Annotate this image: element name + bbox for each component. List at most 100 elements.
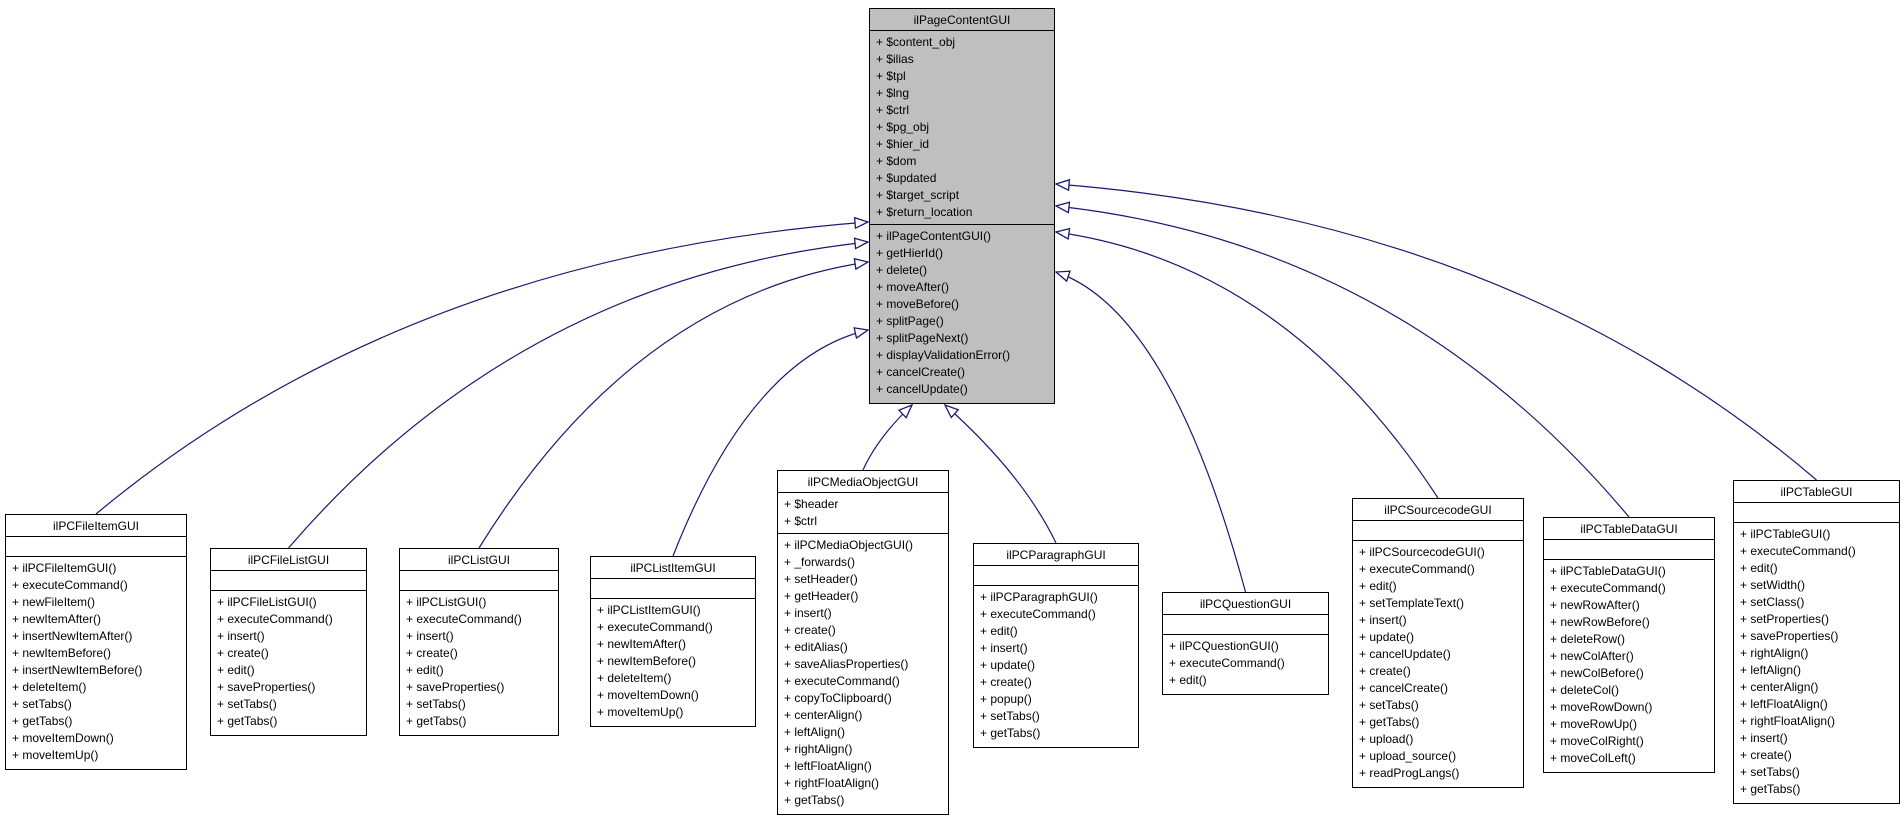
class-method: + setTabs() — [406, 697, 466, 711]
class-method: + edit() — [1169, 673, 1207, 687]
class-method: + edit() — [980, 624, 1018, 638]
class-attribute: + $hier_id — [876, 137, 930, 151]
class-box-ilPageContentGUI[interactable]: ilPageContentGUI+ $content_obj+ $ilias+ … — [869, 8, 1055, 404]
class-attributes-section — [1544, 540, 1714, 560]
class-title: ilPCTableDataGUI — [1544, 518, 1714, 540]
class-method: + edit() — [406, 663, 444, 677]
class-method: + getTabs() — [784, 793, 845, 807]
class-box-ilPCQuestionGUI[interactable]: ilPCQuestionGUI+ ilPCQuestionGUI()+ exec… — [1162, 592, 1329, 695]
class-method: + upload_source() — [1359, 749, 1457, 763]
class-method: + newRowAfter() — [1550, 598, 1640, 612]
class-method: + create() — [980, 675, 1032, 689]
class-attribute: + $tpl — [876, 69, 906, 83]
class-method: + getHierId() — [876, 246, 944, 260]
class-method: + getTabs() — [980, 726, 1041, 740]
class-methods-section: + ilPCTableDataGUI()+ executeCommand()+ … — [1544, 560, 1714, 772]
class-method: + executeCommand() — [784, 674, 900, 688]
class-box-ilPCMediaObjectGUI[interactable]: ilPCMediaObjectGUI + $header + $ctrl + ilPC… — [777, 470, 949, 815]
inheritance-edge-ilPCFileListGUI — [288, 242, 869, 549]
class-method: + moveColRight() — [1550, 734, 1644, 748]
class-box-ilPCFileListGUI[interactable]: ilPCFileListGUI+ ilPCFileListGUI()+ exec… — [210, 548, 367, 736]
class-method: + newItemBefore() — [12, 646, 112, 660]
class-method: + leftFloatAlign() — [784, 759, 872, 773]
class-method: + executeCommand() — [597, 620, 713, 634]
inheritance-edge-ilPCListGUI — [478, 262, 868, 549]
class-attributes-section: + $header + $ctrl — [778, 493, 948, 534]
class-method: + insert() — [980, 641, 1028, 655]
class-method: + executeCommand() — [980, 607, 1096, 621]
class-box-ilPCListItemGUI[interactable]: ilPCListItemGUI+ ilPCListItemGUI()+ exec… — [590, 556, 756, 727]
class-method: + moveItemUp() — [597, 705, 684, 719]
class-title: ilPCMediaObjectGUI — [778, 471, 948, 493]
class-attribute: + $header — [784, 497, 839, 511]
class-method: + executeCommand() — [1740, 544, 1856, 558]
class-attribute: + $updated — [876, 171, 937, 185]
class-box-ilPCFileItemGUI[interactable]: ilPCFileItemGUI+ ilPCFileItemGUI()+ exec… — [5, 514, 187, 770]
class-method: + newItemBefore() — [597, 654, 697, 668]
class-attributes-section — [211, 571, 366, 591]
class-box-ilPCParagraphGUI[interactable]: ilPCParagraphGUI+ ilPCParagraphGUI()+ ex… — [973, 543, 1139, 748]
class-method: + getTabs() — [1740, 782, 1801, 796]
class-method: + insertNewItemAfter() — [12, 629, 133, 643]
class-method: + deleteItem() — [597, 671, 672, 685]
class-method: + ilPCListItemGUI() — [597, 603, 701, 617]
class-method: + edit() — [1740, 561, 1778, 575]
class-method: + _forwards() — [784, 555, 856, 569]
class-attribute: + $dom — [876, 154, 917, 168]
class-method: + editAlias() — [784, 640, 848, 654]
class-method: + setTemplateText() — [1359, 596, 1465, 610]
class-method: + moveItemDown() — [12, 731, 114, 745]
class-method: + newRowBefore() — [1550, 615, 1650, 629]
class-method: + saveProperties() — [406, 680, 505, 694]
class-method: + centerAlign() — [784, 708, 863, 722]
class-attribute: + $pg_obj — [876, 120, 930, 134]
class-method: + executeCommand() — [12, 578, 128, 592]
class-method: + getTabs() — [217, 714, 278, 728]
class-method: + copyToClipboard() — [784, 691, 892, 705]
class-method: + create() — [784, 623, 836, 637]
class-method: + executeCommand() — [406, 612, 522, 626]
class-method: + ilPageContentGUI() — [876, 229, 992, 243]
class-method: + moveAfter() — [876, 280, 950, 294]
class-method: + insert() — [1740, 731, 1788, 745]
inheritance-edge-ilPCListItemGUI — [672, 330, 868, 557]
class-method: + getTabs() — [406, 714, 467, 728]
class-title: ilPCFileItemGUI — [6, 515, 186, 537]
inheritance-edge-ilPCTableDataGUI — [1056, 206, 1630, 518]
class-method: + setHeader() — [784, 572, 858, 586]
class-box-ilPCTableDataGUI[interactable]: ilPCTableDataGUI + ilPCTableDataGUI()+ ex… — [1543, 517, 1715, 773]
class-attribute: + $ctrl — [876, 103, 910, 117]
class-attributes-section — [400, 571, 558, 591]
class-method: + rightAlign() — [1740, 646, 1809, 660]
class-title: ilPCListGUI — [400, 549, 558, 571]
class-method: + ilPCListGUI() — [406, 595, 487, 609]
class-title: ilPCTableGUI — [1734, 481, 1899, 503]
class-method: + deleteItem() — [12, 680, 87, 694]
class-method: + cancelUpdate() — [876, 382, 968, 396]
class-method: + displayValidationError() — [876, 348, 1011, 362]
class-box-ilPCSourcecodeGUI[interactable]: ilPCSourcecodeGUI+ ilPCSourcecodeGUI()+ … — [1352, 498, 1524, 788]
class-method: + setProperties() — [1740, 612, 1830, 626]
class-box-ilPCListGUI[interactable]: ilPCListGUI + ilPCListGUI() + executeComma… — [399, 548, 559, 736]
class-box-ilPCTableGUI[interactable]: ilPCTableGUI+ ilPCTableGUI()+ executeCom… — [1733, 480, 1900, 804]
class-attributes-section — [1734, 503, 1899, 523]
class-method: + delete() — [876, 263, 928, 277]
class-method: + insert() — [1359, 613, 1407, 627]
class-attribute: + $ctrl — [784, 514, 818, 528]
class-title: ilPCQuestionGUI — [1163, 593, 1328, 615]
class-method: + setTabs() — [12, 697, 72, 711]
class-methods-section: + ilPCMediaObjectGUI()+ _forwards()+ set… — [778, 534, 948, 814]
class-attribute: + $lng — [876, 86, 910, 100]
class-method: + update() — [980, 658, 1036, 672]
class-method: + cancelUpdate() — [1359, 647, 1451, 661]
class-method: + executeCommand() — [1169, 656, 1285, 670]
class-method: + newItemAfter() — [597, 637, 687, 651]
class-method: + cancelCreate() — [1359, 681, 1449, 695]
class-method: + getTabs() — [12, 714, 73, 728]
class-method: + moveItemUp() — [12, 748, 99, 762]
inheritance-edge-ilPCSourcecodeGUI — [1056, 232, 1439, 499]
class-method: + splitPageNext() — [876, 331, 969, 345]
class-method: + saveAliasProperties() — [784, 657, 909, 671]
inheritance-edge-ilPCParagraphGUI — [945, 405, 1057, 544]
class-attributes-section — [6, 537, 186, 557]
